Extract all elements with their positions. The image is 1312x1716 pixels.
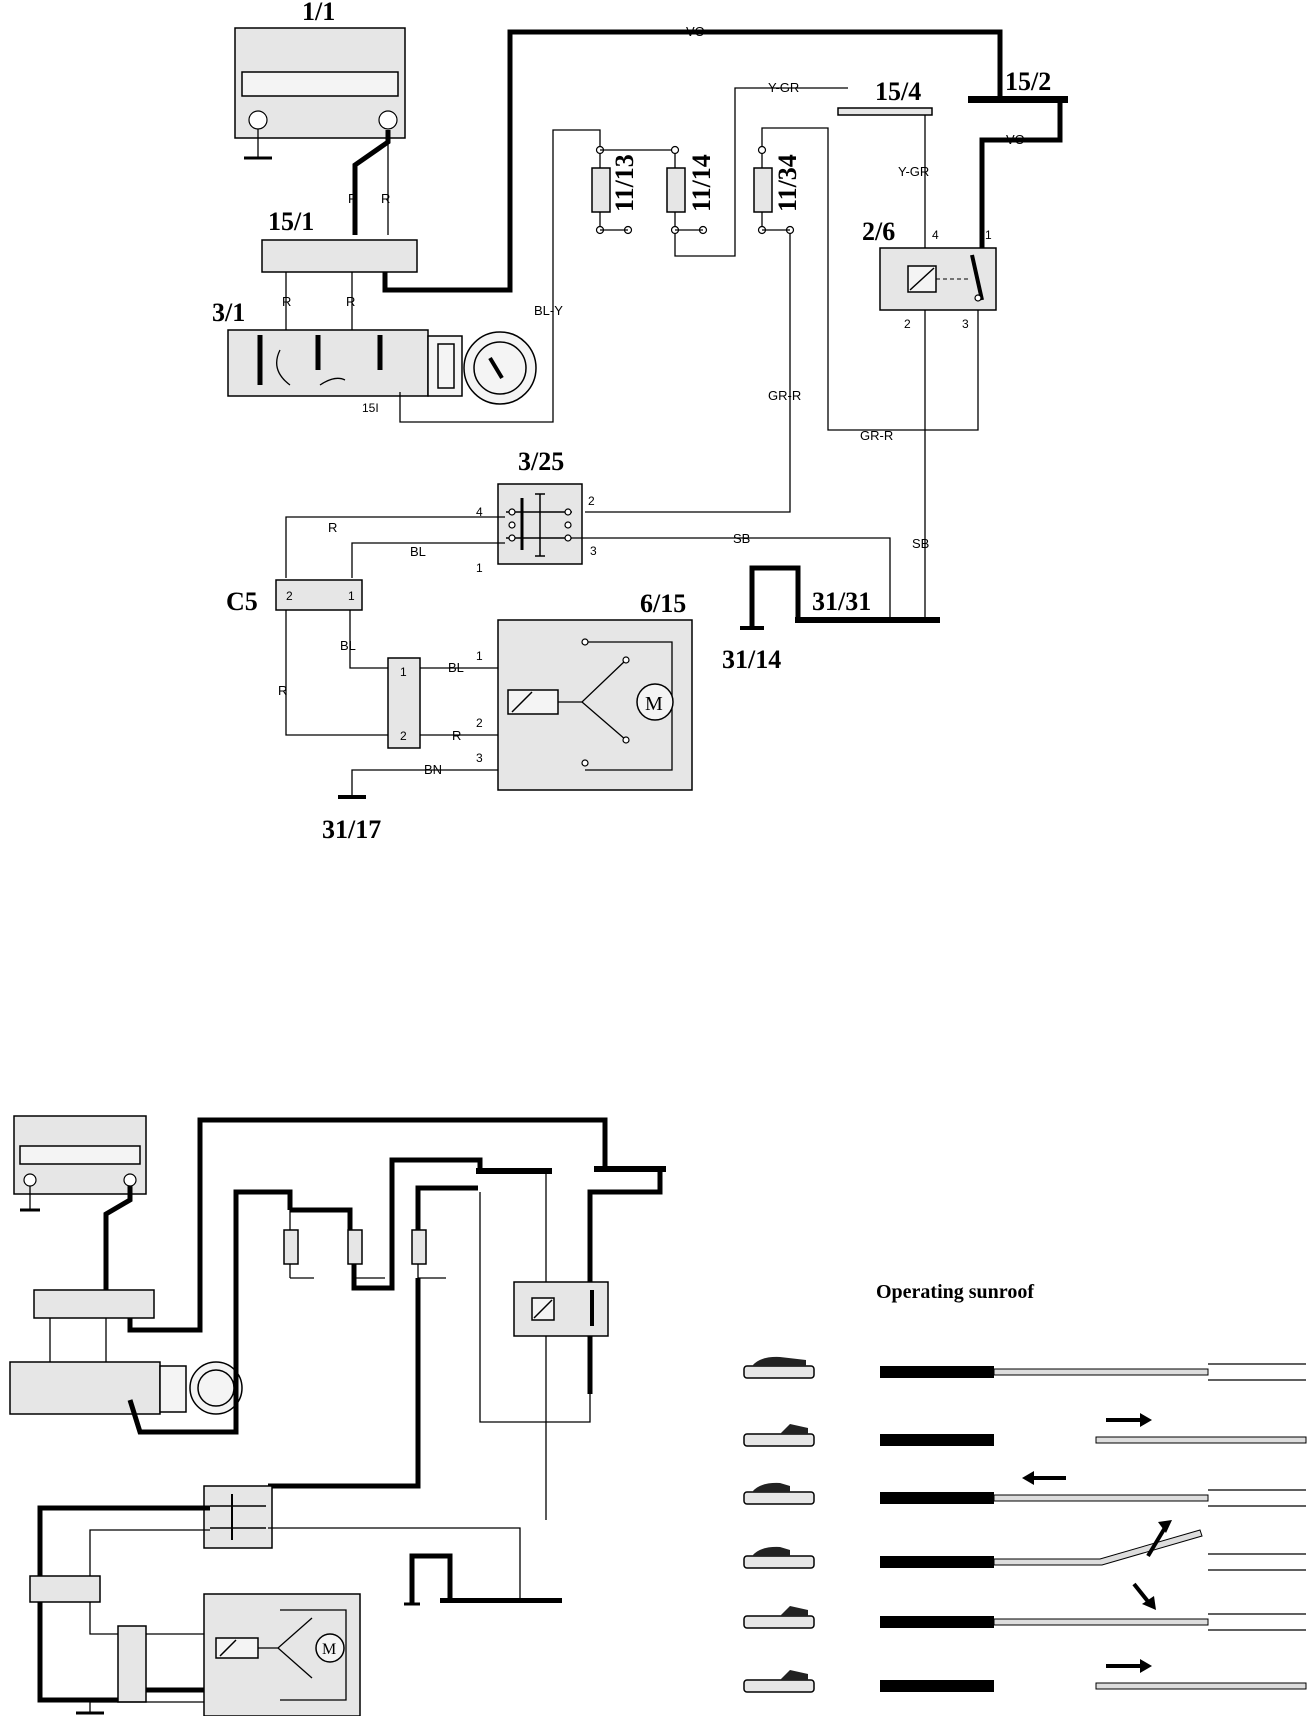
connector-small: 1 2 — [387, 657, 421, 749]
battery-1-1: 1/1 — [234, 0, 406, 160]
sunroof-state-closing — [743, 1471, 1306, 1507]
motor-pin-2: 2 — [476, 716, 483, 730]
connector-c5-label: C5 — [226, 587, 258, 616]
wire-sb-right: SB — [912, 536, 929, 551]
bus-15-2-label: 15/2 — [1005, 67, 1051, 96]
bus-15-4-label: 15/4 — [875, 77, 921, 106]
motor-symbol-bottom: M — [322, 1641, 336, 1658]
relay-pin-1: 1 — [985, 228, 992, 242]
sunroof-state-sliding — [743, 1659, 1307, 1693]
wire-bl-motor: BL — [448, 660, 464, 675]
ignition-terminal-label: 15I — [362, 401, 379, 415]
switch-label: 3/25 — [518, 447, 564, 476]
wire-sb-left: SB — [733, 531, 750, 546]
ground-31-14-label: 31/14 — [722, 645, 781, 674]
fusebox-label: 15/1 — [268, 207, 314, 236]
fuse-11-14-label: 11/14 — [687, 154, 716, 212]
conn-small-pin-2: 2 — [400, 729, 407, 743]
sunroof-motor-6-15: M 6/15 — [497, 589, 693, 791]
ground-31-17-label: 31/17 — [322, 815, 381, 844]
c5-pin-1: 1 — [348, 589, 355, 603]
wire-r-switch: R — [328, 520, 337, 535]
wire-r-4: R — [346, 294, 355, 309]
sunroof-state-tilting-down — [743, 1582, 1306, 1631]
wire-bn-motor: BN — [424, 762, 442, 777]
fuse-11-34: 11/34 — [753, 145, 802, 235]
motor-symbol: M — [645, 693, 663, 715]
connector-c5: C5 2 1 — [226, 579, 363, 616]
wire-bl-c5: BL — [340, 638, 356, 653]
wire-r-2: R — [381, 191, 390, 206]
wire-r-c5: R — [278, 683, 287, 698]
bus-15-4: 15/4 — [837, 77, 933, 116]
sunroof-switch-3-25: 3/25 4 2 1 3 — [476, 447, 597, 575]
ignition-label: 3/1 — [212, 298, 245, 327]
wire-vo-top: VO — [686, 24, 705, 39]
switch-pin-3: 3 — [590, 544, 597, 558]
relay-pin-4: 4 — [932, 228, 939, 242]
conn-small-pin-1: 1 — [400, 665, 407, 679]
ground-31-31: 31/31 31/14 — [722, 565, 940, 674]
fusebox-15-1: 15/1 — [261, 207, 418, 273]
wire-gr-r-left: GR-R — [768, 388, 801, 403]
c5-pin-2: 2 — [286, 589, 293, 603]
switch-pin-2: 2 — [588, 494, 595, 508]
operating-sunroof-panel: Operating sunroof — [743, 1281, 1307, 1693]
bus-15-2: 15/2 VO — [968, 67, 1068, 250]
wire-y-gr-top: Y-GR — [768, 80, 799, 95]
ground-31-31-label: 31/31 — [812, 587, 871, 616]
sunroof-state-opening — [743, 1413, 1307, 1447]
wire-r-3: R — [282, 294, 291, 309]
motor-pin-1: 1 — [476, 649, 483, 663]
switch-pin-4: 4 — [476, 505, 483, 519]
wire-vo-right: VO — [1006, 132, 1025, 147]
fuse-11-13: 11/13 — [591, 145, 675, 235]
relay-pin-3: 3 — [962, 317, 969, 331]
bottom-diagram: M — [9, 1115, 666, 1716]
sunroof-state-tilting-up — [743, 1520, 1306, 1571]
relay-2-6: 2/6 4 1 2 3 — [862, 217, 997, 331]
relay-pin-2: 2 — [904, 317, 911, 331]
ignition-switch-3-1: 3/1 15I — [212, 298, 537, 415]
motor-pin-3: 3 — [476, 751, 483, 765]
battery-label: 1/1 — [302, 0, 335, 26]
operating-sunroof-title: Operating sunroof — [876, 1281, 1034, 1303]
fuse-11-14: 11/14 — [666, 145, 716, 235]
wire-bl-y: BL-Y — [534, 303, 563, 318]
wire-gr-r-right: GR-R — [860, 428, 893, 443]
wire-r-1: R — [348, 191, 357, 206]
wire-r-motor: R — [452, 728, 461, 743]
fuse-11-34-label: 11/34 — [773, 154, 802, 212]
switch-pin-1: 1 — [476, 561, 483, 575]
relay-label: 2/6 — [862, 217, 895, 246]
sunroof-state-closed — [743, 1356, 1306, 1381]
top-diagram: 1/1 R R 15/1 VO R R — [212, 0, 1068, 844]
wire-y-gr-mid: Y-GR — [898, 164, 929, 179]
motor-label: 6/15 — [640, 589, 686, 618]
fuse-11-13-label: 11/13 — [610, 154, 639, 212]
wire-bl-switch: BL — [410, 544, 426, 559]
